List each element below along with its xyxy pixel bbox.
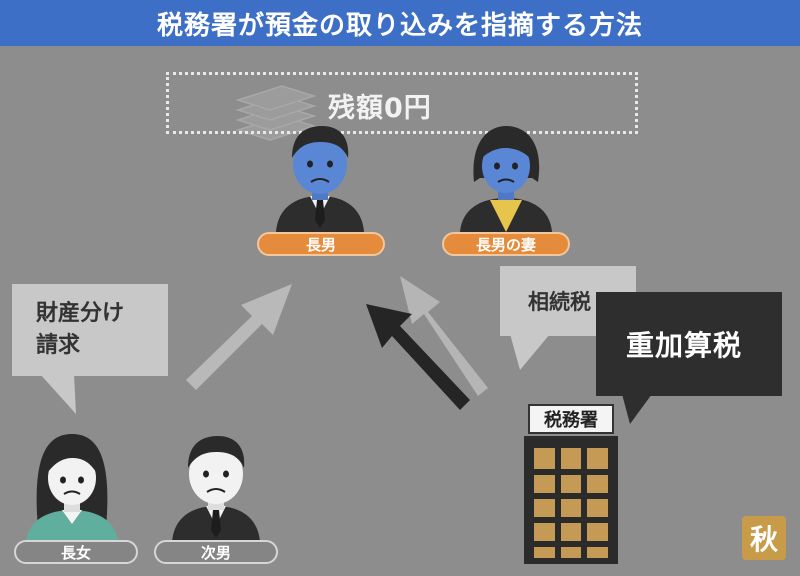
balance-label: 残額0円: [328, 93, 432, 124]
arrow-light-left: [186, 284, 292, 390]
second-son-avatar: [172, 436, 260, 542]
speech-bubble-penalty-tax: [596, 292, 782, 396]
name-tag-eldest-daughter: 長女: [14, 540, 138, 564]
arrow-dark: [366, 304, 470, 410]
inheritance-tax-text: 相続税: [528, 290, 591, 314]
claim-text-line-1: 財産分け: [36, 301, 125, 326]
penalty-tax-text: 重加算税: [626, 329, 743, 362]
eldest-son-wife-avatar: [460, 126, 552, 232]
tax-office-label: 税務署: [528, 404, 614, 434]
speech-bubble-claim: [12, 284, 168, 376]
speech-bubble-inheritance-tax-tail: [510, 334, 550, 370]
tax-office-building-icon: [524, 436, 618, 564]
money-stack-icon: [235, 85, 317, 141]
name-tag-second-son: 次男: [154, 540, 278, 564]
claim-text: 財産分け 請求: [36, 298, 124, 362]
eldest-son-avatar: [276, 126, 364, 232]
channel-logo: 秋: [742, 516, 786, 560]
name-tag-eldest-son-wife: 長男の妻: [442, 232, 570, 256]
claim-text-line-2: 請求: [36, 333, 81, 358]
name-tag-eldest-son: 長男: [257, 232, 385, 256]
speech-bubble-claim-tail: [40, 374, 76, 414]
balance-box: [166, 72, 638, 134]
eldest-daughter-avatar: [26, 434, 118, 542]
page-title: 税務署が預金の取り込みを指摘する方法: [0, 0, 800, 46]
arrow-light-right: [400, 276, 488, 396]
speech-bubble-penalty-tax-tail: [622, 394, 652, 424]
